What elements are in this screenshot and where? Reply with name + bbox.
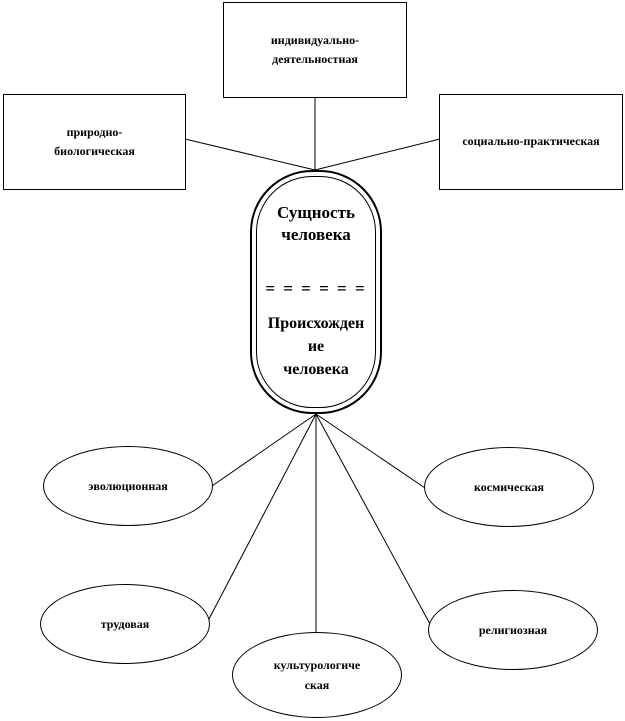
- node-religious-label: религиозная: [478, 622, 548, 637]
- center-subtitle: Происхожден ие человека: [252, 312, 380, 382]
- center-subtitle-line3: человека: [283, 361, 349, 379]
- node-cultural: культурологиче ская: [232, 632, 402, 718]
- center-title: Сущность человека: [277, 203, 355, 245]
- node-cosmic: космическая: [424, 447, 594, 527]
- connector-labor: [208, 413, 317, 620]
- center-subtitle-line2: ие: [307, 338, 325, 356]
- center-divider: = = = = = =: [265, 279, 367, 298]
- node-cultural-label: культурологиче ская: [273, 657, 361, 692]
- center-node-inner-border: [256, 176, 376, 408]
- connector-evolutionary: [211, 413, 317, 487]
- node-natural-biological: природно-биологическая: [3, 94, 186, 190]
- node-natural-biological-label: природно-биологическая: [54, 124, 135, 158]
- connector-cosmic: [315, 413, 426, 489]
- node-evolutionary-label: эволюционная: [88, 478, 168, 493]
- center-subtitle-line1: Происхожден: [267, 315, 365, 332]
- center-node: Сущность человека = = = = = = Происхожде…: [250, 170, 382, 414]
- node-individual-activity-label: индивидуально-деятельностная: [270, 32, 360, 66]
- node-cosmic-label: космическая: [474, 479, 544, 494]
- node-evolutionary: эволюционная: [43, 446, 213, 526]
- node-labor-label: трудовая: [100, 616, 150, 631]
- node-religious: религиозная: [428, 590, 598, 670]
- node-labor: трудовая: [40, 584, 210, 664]
- connector-religious: [315, 413, 431, 625]
- node-individual-activity: индивидуально-деятельностная: [223, 2, 407, 98]
- connector-natural: [184, 138, 316, 171]
- connector-social: [314, 138, 441, 171]
- node-social-practical: социально-практическая: [439, 94, 623, 190]
- node-social-practical-label: социально-практическая: [462, 134, 600, 149]
